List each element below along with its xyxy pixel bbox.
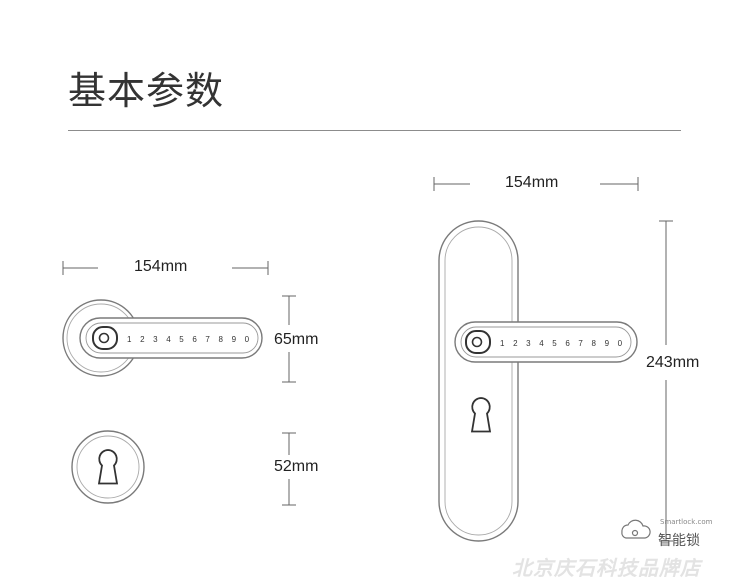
plate-lock [438,220,638,542]
brand-logo-english: Smartlock.com [660,518,713,526]
rose-lock [62,299,263,377]
plate-height-label: 243mm [646,354,700,371]
title-divider [68,130,681,131]
brand-logo-chinese: 智能锁 [658,533,700,549]
plate-keypad-digits: 1 2 3 4 5 6 7 8 9 0 [500,339,625,348]
plate-width-dimension [433,177,639,191]
plate-width-label: 154mm [505,174,559,191]
rose-height-label: 65mm [274,331,319,348]
rose-keypad-digits: 1 2 3 4 5 6 7 8 9 0 [127,335,252,344]
escutcheon-label: 52mm [274,458,319,475]
store-watermark: 北京庆石科技品牌店 [512,556,701,580]
rose-width-label: 154mm [134,258,188,275]
brand-logo-icon [621,519,651,539]
plate-height-dimension [659,220,673,542]
rose-height-dimension [282,295,296,383]
page-title: 基本参数 [68,69,225,113]
escutcheon-dimension [282,432,296,506]
rose-width-dimension [62,261,269,275]
round-escutcheon [71,430,145,504]
